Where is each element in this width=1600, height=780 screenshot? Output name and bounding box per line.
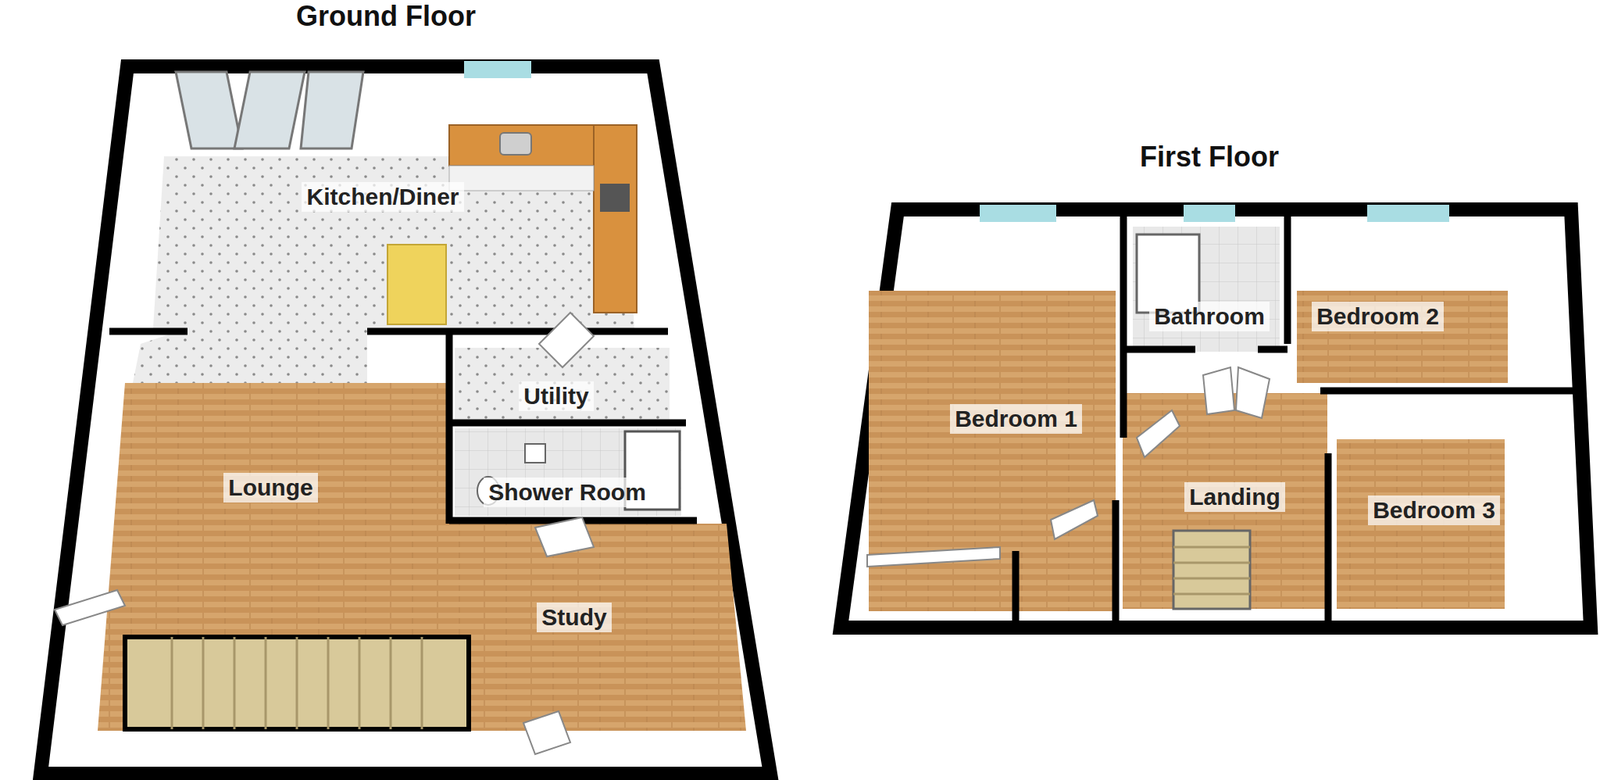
room-area: Kitchen/Diner [298,179,468,215]
bath [1136,234,1200,313]
room-label: Kitchen/Diner [301,182,464,212]
kitchen-floor [153,156,635,329]
room-label: Bedroom 3 [1367,495,1500,525]
bifold-doors [175,71,364,149]
floor-heading: First Floor [834,140,1585,174]
floor-heading: Ground Floor [10,0,761,33]
basin [525,443,546,463]
opening-floor [132,328,368,383]
room-area: Bathroom [1146,299,1273,334]
shower-floor [454,428,682,516]
outer-wall [40,66,771,774]
room-label: Lounge [223,472,318,503]
room-area: Shower Room [480,475,654,510]
interior-walls [1015,209,1579,628]
room-area: Bedroom 3 [1364,492,1504,528]
interior-walls [109,331,697,524]
outer-wall [840,209,1591,628]
room-area: Bedroom 1 [946,401,1086,436]
kitchen-units [449,125,637,313]
room-area: Utility [515,378,597,414]
bedroom-3-floor [1336,439,1505,609]
lounge-study-floor [97,382,747,731]
kitchen-island [387,244,447,325]
floor-outline: First FloorBathroom Bedroom 2 Bedroom 1 Lan… [834,140,1585,633]
floor-outline: Ground FloorKitchen/DinerUtilityLounge Sh… [10,0,761,778]
room-label: Utility [518,381,593,411]
staircase [125,636,469,729]
room-label: Bathroom [1149,301,1270,332]
first-floor-plan [840,204,1591,628]
ground-floor-plan [40,60,771,774]
room-label: Bedroom 1 [950,403,1083,434]
bedroom-2-floor [1296,290,1508,383]
room-label: Study [536,602,611,633]
room-area: Lounge [220,470,322,505]
bathroom-floor [1132,226,1280,352]
staircase [1173,530,1250,609]
room-label: Bedroom 2 [1311,301,1444,332]
doors [867,367,1270,567]
doors [54,312,594,754]
room-area: Bedroom 2 [1308,299,1447,334]
room-area: Landing [1181,479,1289,515]
room-label: Shower Room [483,477,651,508]
landing-floor [1122,392,1328,609]
room-label: Landing [1184,482,1286,512]
windows [979,204,1450,222]
room-area: Study [533,600,615,635]
window [464,60,532,79]
